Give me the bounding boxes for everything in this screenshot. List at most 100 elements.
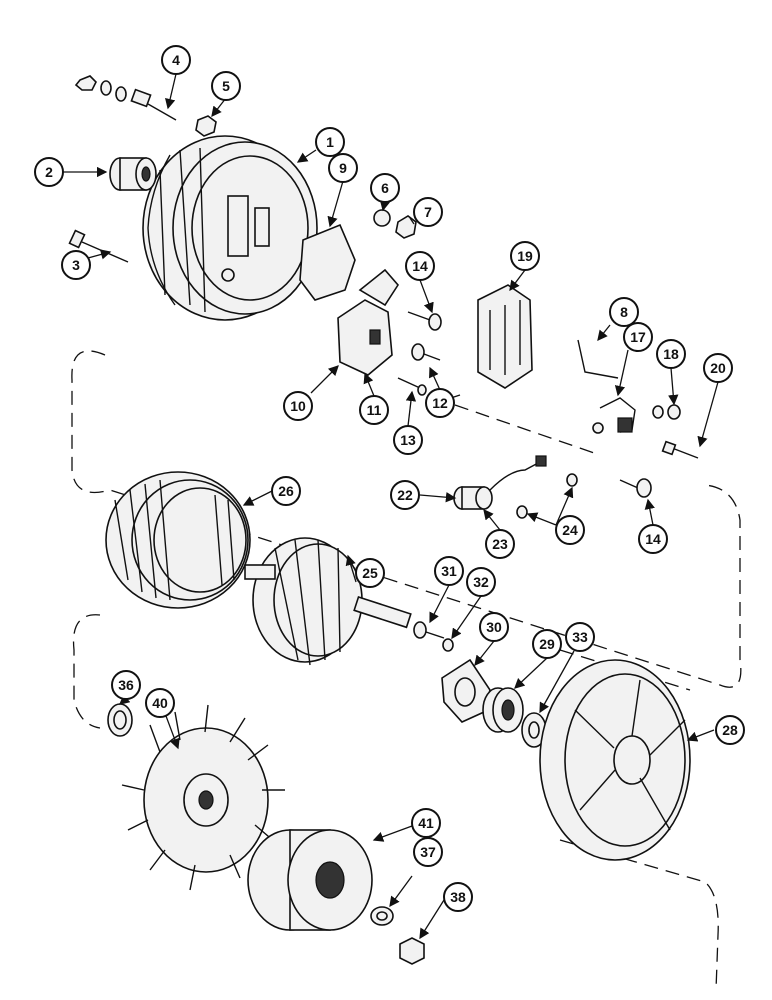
callout-18: 18 <box>656 339 686 369</box>
svg-text:36: 36 <box>118 677 134 693</box>
svg-text:2: 2 <box>45 164 53 180</box>
callout-31: 31 <box>434 556 464 586</box>
svg-text:31: 31 <box>441 563 457 579</box>
svg-text:4: 4 <box>172 52 180 68</box>
end-frame <box>539 659 691 861</box>
fan <box>121 704 285 891</box>
callout-5: 5 <box>211 71 241 101</box>
svg-text:9: 9 <box>339 160 347 176</box>
svg-text:17: 17 <box>630 329 646 345</box>
svg-text:14: 14 <box>412 258 428 274</box>
svg-text:10: 10 <box>290 398 306 414</box>
nut-7 <box>395 215 417 239</box>
callout-25: 25 <box>355 558 385 588</box>
screw-31 <box>413 621 445 639</box>
svg-text:19: 19 <box>517 248 533 264</box>
callout-40: 40 <box>145 688 175 718</box>
callout-7: 7 <box>413 197 443 227</box>
svg-text:13: 13 <box>400 432 416 448</box>
svg-text:37: 37 <box>420 844 436 860</box>
screw-14-top <box>407 311 442 331</box>
washer-32 <box>442 638 454 652</box>
screw-24 <box>516 473 578 519</box>
capacitor <box>453 455 547 510</box>
callout-13: 13 <box>393 425 423 455</box>
callout-4: 4 <box>161 45 191 75</box>
svg-text:6: 6 <box>381 180 389 196</box>
svg-text:24: 24 <box>562 522 578 538</box>
rectifier-bridge <box>477 284 533 389</box>
callout-20: 20 <box>703 353 733 383</box>
hex-nut-5 <box>195 115 217 137</box>
svg-text:8: 8 <box>620 304 628 320</box>
svg-text:7: 7 <box>424 204 432 220</box>
callout-3: 3 <box>61 250 91 280</box>
svg-text:38: 38 <box>450 889 466 905</box>
svg-text:29: 29 <box>539 636 555 652</box>
callout-2: 2 <box>34 157 64 187</box>
callout-32: 32 <box>466 567 496 597</box>
brush-holder <box>337 268 399 376</box>
spacer-washer <box>521 712 547 748</box>
svg-text:33: 33 <box>572 629 588 645</box>
svg-text:41: 41 <box>418 815 434 831</box>
seal <box>107 703 133 737</box>
svg-text:1: 1 <box>326 134 334 150</box>
screw-12 <box>411 343 441 361</box>
pulley <box>247 829 373 931</box>
svg-text:12: 12 <box>432 395 448 411</box>
callout-36: 36 <box>111 670 141 700</box>
callout-29: 29 <box>532 629 562 659</box>
svg-text:20: 20 <box>710 360 726 376</box>
stud-bolt-and-nuts <box>74 75 177 121</box>
callout-30: 30 <box>479 612 509 642</box>
callout-9: 9 <box>328 153 358 183</box>
callout-8: 8 <box>609 297 639 327</box>
svg-text:32: 32 <box>473 574 489 590</box>
svg-text:14: 14 <box>645 531 661 547</box>
svg-text:3: 3 <box>72 257 80 273</box>
rotor <box>244 537 412 666</box>
washer-6 <box>373 209 391 227</box>
washer-37 <box>370 906 394 926</box>
callout-41: 41 <box>411 808 441 838</box>
callout-24: 24 <box>555 515 585 545</box>
callout-28: 28 <box>715 715 745 745</box>
callout-11: 11 <box>359 395 389 425</box>
svg-text:30: 30 <box>486 619 502 635</box>
terminal-bracket <box>577 339 699 459</box>
callout-6: 6 <box>370 173 400 203</box>
svg-text:22: 22 <box>397 487 413 503</box>
callout-10: 10 <box>283 391 313 421</box>
screw-13 <box>397 377 427 396</box>
bushing <box>109 157 157 191</box>
callout-37: 37 <box>413 837 443 867</box>
nut-38 <box>399 937 425 965</box>
callout-22: 22 <box>390 480 420 510</box>
callout-1: 1 <box>315 127 345 157</box>
svg-text:26: 26 <box>278 483 294 499</box>
svg-text:5: 5 <box>222 78 230 94</box>
svg-text:28: 28 <box>722 722 738 738</box>
bearing-retainer <box>441 658 491 723</box>
long-bolt <box>68 229 129 263</box>
callout-19: 19 <box>510 241 540 271</box>
callout-33: 33 <box>565 622 595 652</box>
svg-text:25: 25 <box>362 565 378 581</box>
svg-text:23: 23 <box>492 536 508 552</box>
callout-38: 38 <box>443 882 473 912</box>
callout-23: 23 <box>485 529 515 559</box>
callout-14-lower: 14 <box>638 524 668 554</box>
regulator-cover <box>299 223 356 301</box>
callout-12: 12 <box>425 388 455 418</box>
svg-text:11: 11 <box>367 402 382 418</box>
housing-drive-end <box>142 135 318 321</box>
svg-text:18: 18 <box>663 346 679 362</box>
stator <box>105 471 251 609</box>
svg-text:40: 40 <box>152 695 168 711</box>
callout-17: 17 <box>623 322 653 352</box>
callout-14-upper: 14 <box>405 251 435 281</box>
bearing <box>482 687 524 733</box>
screw-14-lower <box>619 478 652 498</box>
callout-26: 26 <box>271 476 301 506</box>
